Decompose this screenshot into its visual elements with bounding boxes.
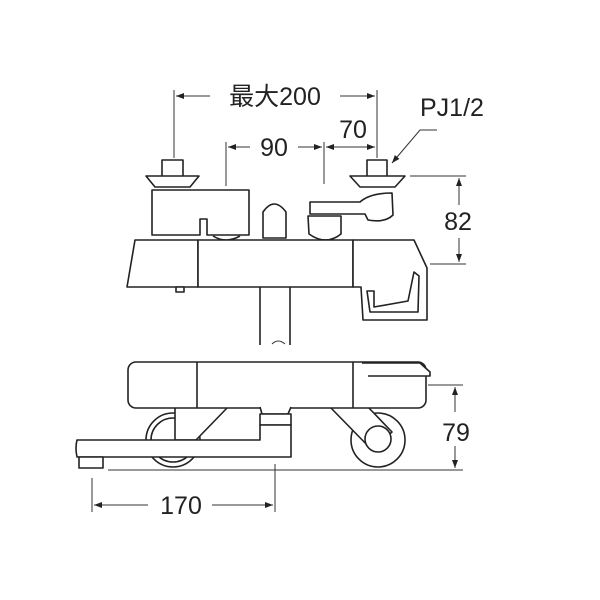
right-flange <box>349 175 406 188</box>
handle-loop <box>366 271 420 313</box>
top-height-label: 82 <box>444 208 472 236</box>
right-spacing-label: 70 <box>339 116 367 144</box>
handle-top <box>362 362 431 377</box>
side-dimensions: 79 170 <box>91 384 470 520</box>
right-arm <box>309 192 394 222</box>
body-center-section <box>197 239 354 288</box>
spout-collar <box>259 413 292 426</box>
spout-tip <box>78 456 104 469</box>
right-connector-cap <box>366 159 388 178</box>
max-width-label: 最大200 <box>229 83 321 111</box>
spout-length-label: 170 <box>160 492 202 520</box>
diverter-knob <box>307 215 342 241</box>
bottom-height-label: 79 <box>442 419 470 447</box>
left-bracket <box>174 406 229 441</box>
side-view <box>75 361 431 469</box>
body-left-section <box>126 239 199 288</box>
top-view <box>126 159 428 345</box>
right-wheel-inner <box>364 425 392 453</box>
drain-plug <box>175 286 185 293</box>
top-dimensions: 最大200 90 70 PJ1/2 82 <box>173 83 484 265</box>
left-valve-box <box>151 189 250 236</box>
supply-pipe <box>259 287 291 345</box>
left-connector-cap <box>161 159 184 178</box>
center-knob <box>262 203 287 239</box>
spout-joint <box>259 406 292 415</box>
connection-label: PJ1/2 <box>420 94 484 122</box>
pipe-break <box>271 340 286 345</box>
spout <box>75 424 292 458</box>
inner-spacing-label: 90 <box>260 134 288 162</box>
left-flange <box>145 175 200 188</box>
